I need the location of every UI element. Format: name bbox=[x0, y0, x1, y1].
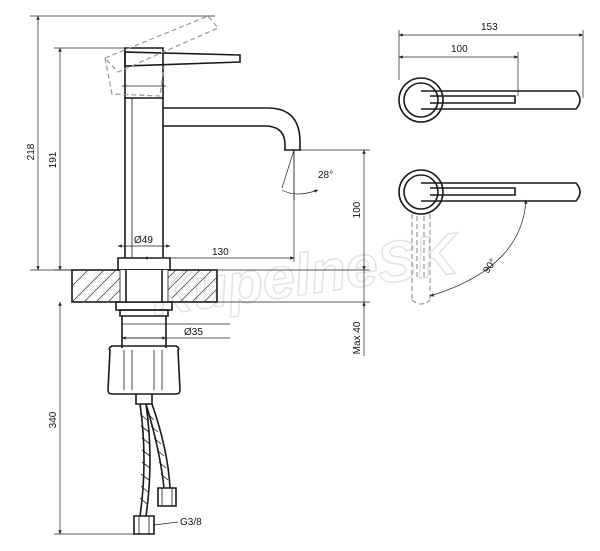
lever-open-position bbox=[103, 15, 219, 73]
top-view-closed bbox=[398, 77, 581, 123]
top-dimensions: 153 100 bbox=[398, 22, 584, 98]
dim-rotation: 90° bbox=[481, 257, 499, 276]
dim-shank-diameter: Ø35 bbox=[184, 327, 203, 338]
dim-spout-reach: 130 bbox=[212, 247, 229, 258]
dim-spout-height: 100 bbox=[352, 201, 363, 218]
dim-hose-length: 340 bbox=[48, 411, 59, 428]
shank bbox=[125, 270, 163, 302]
lever-block bbox=[124, 47, 164, 99]
side-dimensions: 218 191 Ø49 130 28° 100 Max 40 Ø35 bbox=[26, 15, 370, 535]
top-view-rotated: 90° bbox=[398, 169, 581, 305]
dim-total-height: 218 bbox=[26, 143, 37, 160]
countertop-hatch bbox=[71, 269, 218, 303]
dim-spout-angle: 28° bbox=[318, 170, 333, 181]
washer bbox=[115, 301, 173, 311]
hose-fitting-right bbox=[157, 487, 177, 507]
dim-base-diameter: Ø49 bbox=[134, 235, 153, 246]
hose-left bbox=[139, 403, 151, 517]
hose-right bbox=[145, 403, 171, 489]
hose-fitting-left bbox=[133, 515, 155, 535]
faucet-body bbox=[124, 98, 164, 258]
dim-max-thickness: Max 40 bbox=[352, 321, 363, 354]
dim-body-height: 191 bbox=[48, 151, 59, 168]
spout bbox=[163, 107, 301, 150]
lever-handle bbox=[124, 51, 241, 67]
dim-top-width: 153 bbox=[481, 22, 498, 33]
side-view bbox=[71, 15, 301, 535]
dim-connection: G3/8 bbox=[180, 517, 202, 528]
dim-top-lever: 100 bbox=[451, 44, 468, 55]
watermark: KupelneSK bbox=[146, 221, 465, 329]
fixing-nut bbox=[107, 345, 181, 395]
